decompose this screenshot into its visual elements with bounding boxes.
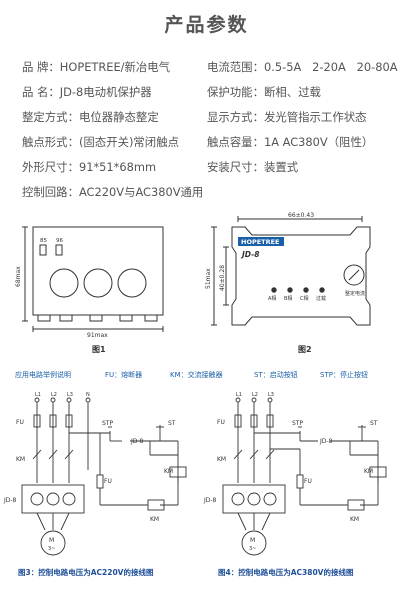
ctrl-value: AC220V与AC380V通用 <box>78 185 204 199</box>
protect-label: 保护功能： <box>207 85 264 99</box>
fig4-l2: L2 <box>252 392 258 398</box>
fig3-jd8: JD-8 <box>130 438 144 445</box>
fig1-caption: 图1 <box>92 345 106 354</box>
install-value: 装置式 <box>263 160 299 174</box>
fig2-brand: HOPETREE <box>241 238 280 246</box>
contact-label: 触点形式： <box>22 135 79 149</box>
fig4-stp: STP <box>292 420 303 427</box>
current-value: 0.5-5A 2-20A 20-80A <box>263 60 398 74</box>
fig2-led-a: A相 <box>268 295 276 302</box>
fig3-motor: M <box>49 537 54 544</box>
fig4-l3: L3 <box>268 392 274 398</box>
fig2-model: JD-8 <box>240 250 260 259</box>
fig1-width-dim: 91max <box>87 332 108 339</box>
name-label: 品 名： <box>22 85 60 99</box>
spec-row: 整定方式：电位器静态整定 显示方式：发光管指示工作状态 <box>22 105 407 130</box>
install-label: 安装尺寸： <box>207 160 264 174</box>
capacity-label: 触点容量： <box>207 135 264 149</box>
name-value: JD-8电动机保护器 <box>59 85 152 99</box>
spec-row: 品 牌：HOPETREE/新冶电气 电流范围：0.5-5A 2-20A 20-8… <box>22 55 407 80</box>
size-label: 外形尺寸： <box>22 160 79 174</box>
legend-fu: FU：熔断器 <box>105 370 142 379</box>
fig4-motor-sub: 3~ <box>249 546 256 552</box>
fig3-km-coil: KM <box>150 516 159 523</box>
fig3-n: N <box>86 392 90 398</box>
size-value: 91*51*68mm <box>78 160 157 174</box>
fig4-l1: L1 <box>236 392 242 398</box>
spec-row: 控制回路：AC220V与AC380V通用 <box>22 180 407 205</box>
fig1-terminal-96: 96 <box>56 238 63 244</box>
fig4-motor: M <box>250 537 255 544</box>
fig3-stp: STP <box>102 420 113 427</box>
fig4-circuit <box>222 397 387 556</box>
legend-st: ST：启动按钮 <box>254 370 298 379</box>
brand-value: HOPETREE/新冶电气 <box>59 60 171 74</box>
fig3-km-contact: KM <box>164 468 173 475</box>
fig2-top-dim: 66±0.43 <box>288 212 314 219</box>
fig3-st: ST <box>168 420 176 427</box>
fig4-caption: 图4：控制电路电压为AC380V的接线图 <box>218 567 354 577</box>
fig2-knob-label: 整定电流 <box>345 290 365 297</box>
fig4-km-coil: KM <box>350 516 359 523</box>
current-label: 电流范围： <box>207 60 264 74</box>
fig2-height-dim: 51max <box>205 268 212 289</box>
fig4-km-contact: KM <box>364 468 373 475</box>
fig3-l3: L3 <box>67 392 73 398</box>
fig3-fu2: FU <box>104 478 112 485</box>
fig3-l2: L2 <box>51 392 57 398</box>
fig3-circuit <box>21 397 187 556</box>
fig3-jd8-device: JD-8 <box>3 497 17 504</box>
spec-row: 品 名：JD-8电动机保护器 保护功能：断相、过载 <box>22 80 407 105</box>
fig4-jd8: JD-8 <box>319 438 333 445</box>
legend-km: KM：交流接触器 <box>170 370 223 379</box>
page-title: 产品参数 <box>164 14 249 36</box>
fig1-height-dim: 68max <box>15 266 22 287</box>
display-value: 发光管指示工作状态 <box>263 110 367 124</box>
fig2-led-c: C相 <box>300 295 309 302</box>
setting-label: 整定方式： <box>22 110 79 124</box>
legend-title: 应用电路举例说明 <box>15 370 71 379</box>
fig1-drawing <box>22 226 164 332</box>
fig2-drawing <box>211 216 371 326</box>
fig2-inner-dim: 40±0.28 <box>219 265 226 291</box>
capacity-value: 1A AC380V（阻性） <box>263 135 374 149</box>
fig3-l1: L1 <box>35 392 41 398</box>
fig4-fu: FU <box>217 419 225 426</box>
fig4-fu2: FU <box>304 478 312 485</box>
brand-label: 品 牌： <box>22 60 60 74</box>
fig3-caption: 图3：控制电路电压为AC220V的接线图 <box>18 567 154 577</box>
fig2-led-over: 过载 <box>316 295 326 302</box>
protect-value: 断相、过载 <box>263 85 321 99</box>
spec-row: 外形尺寸：91*51*68mm 安装尺寸：装置式 <box>22 155 407 180</box>
fig2-brand-plate <box>238 237 284 246</box>
spec-table: 品 牌：HOPETREE/新冶电气 电流范围：0.5-5A 2-20A 20-8… <box>22 55 407 205</box>
fig3-km: KM <box>16 456 25 463</box>
display-label: 显示方式： <box>207 110 264 124</box>
fig3-fu: FU <box>16 419 24 426</box>
setting-value: 电位器静态整定 <box>78 110 159 124</box>
fig4-st: ST <box>370 420 378 427</box>
legend-stp: STP：停止按钮 <box>320 370 368 379</box>
fig4-km: KM <box>217 456 226 463</box>
fig3-motor-sub: 3~ <box>48 546 55 552</box>
ctrl-label: 控制回路： <box>22 185 79 199</box>
figures-area: 85 96 68max 91max 图1 HOPETREE JD-8 A相 B相… <box>3 212 387 577</box>
spec-row: 触点形式：(固态开关)常闭触点 触点容量：1A AC380V（阻性） <box>22 130 407 155</box>
fig4-jd8-device: JD-8 <box>203 497 217 504</box>
contact-value: (固态开关)常闭触点 <box>78 135 179 149</box>
fig2-led-b: B相 <box>284 295 292 302</box>
fig1-terminal-85: 85 <box>40 238 47 244</box>
fig2-caption: 图2 <box>298 345 312 354</box>
